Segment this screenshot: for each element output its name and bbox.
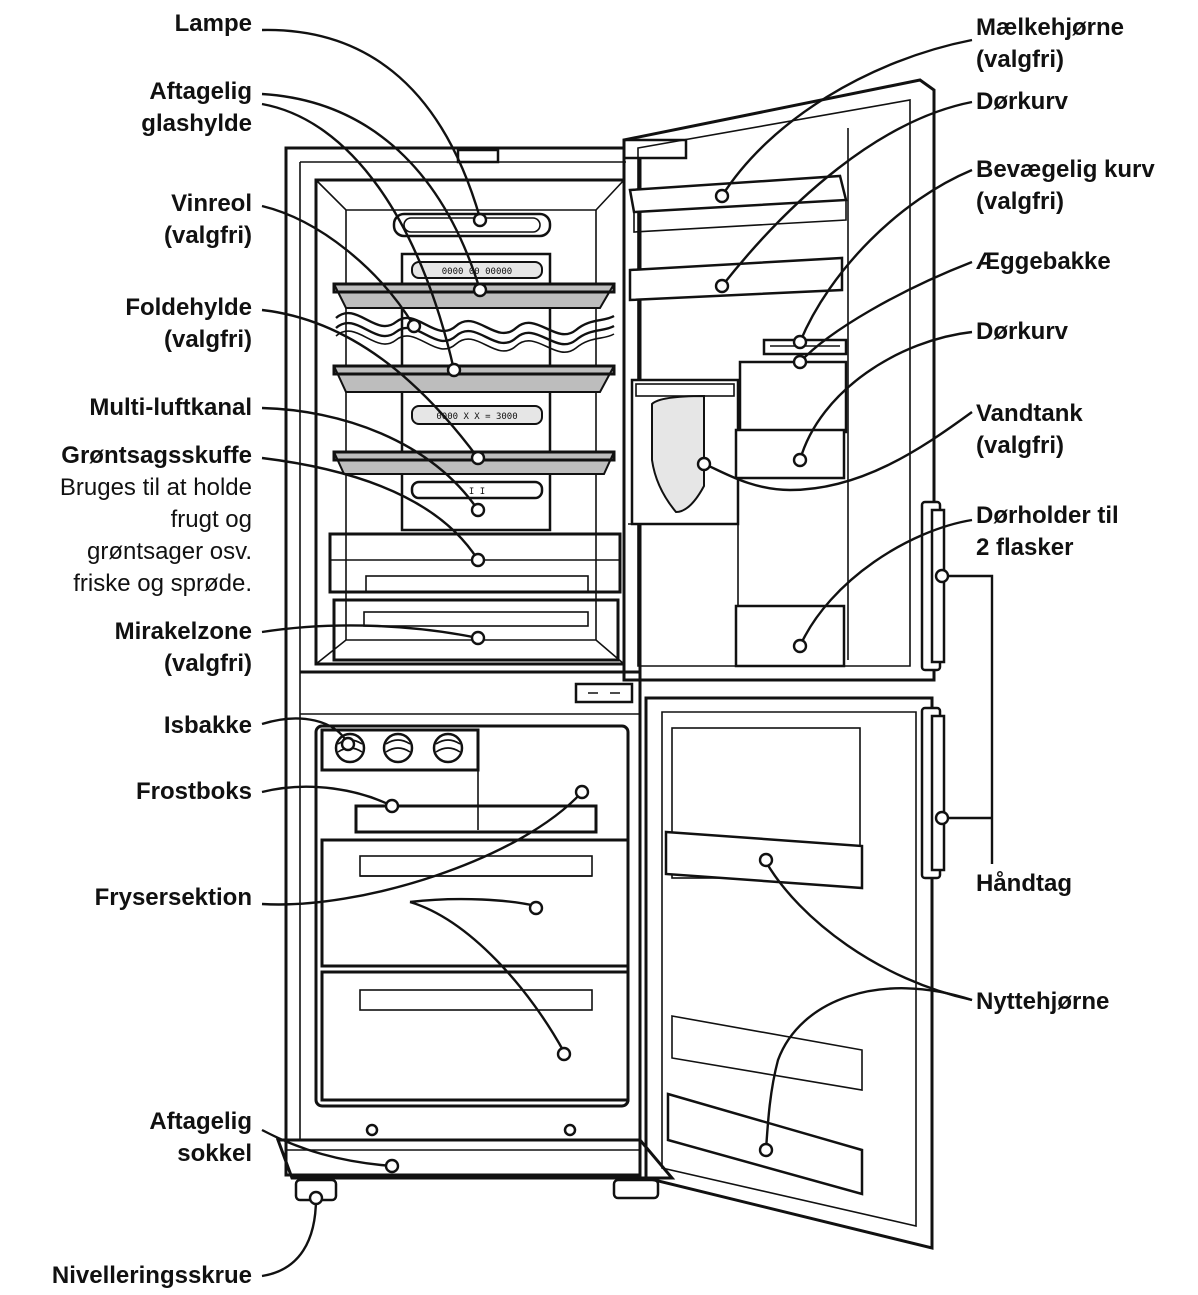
freezer-compartment (314, 724, 630, 1108)
dot-haandtag-1 (934, 568, 950, 584)
label-isbakke: Isbakke (163, 712, 252, 739)
dot-luftkanal (470, 502, 486, 518)
label-sokkel: Aftagelig sokkel (149, 1108, 252, 1167)
duct-panel-upper-text: 0000 00 00000 (442, 267, 512, 277)
dot-maelk (714, 188, 730, 204)
wine-rack (335, 311, 615, 353)
dot-isbakke (340, 736, 356, 752)
dot-dorkurv-2 (792, 452, 808, 468)
dot-groentsag (470, 552, 486, 568)
dot-haandtag-2 (934, 810, 950, 826)
label-fryser: Frysersektion (94, 884, 252, 911)
plinth (275, 1123, 676, 1202)
miracle-zone (332, 598, 620, 662)
glass-shelf-middle (332, 364, 616, 393)
dot-lampe (472, 212, 488, 228)
lamp-housing (392, 212, 552, 238)
label-luftkanal: Multi-luftkanal (89, 394, 252, 421)
label-nytte: Nyttehjørne (976, 988, 1110, 1015)
label-dorholder: Dørholder til 2 flasker (976, 502, 1119, 561)
dot-vinreol (406, 318, 422, 334)
cabinet-body (284, 138, 688, 1177)
fridge-door (622, 78, 946, 682)
callout-dots (308, 188, 950, 1206)
label-lampe: Lampe (174, 10, 252, 37)
dot-foldehylde (470, 450, 486, 466)
dot-vandtank (696, 456, 712, 472)
label-haandtag: Håndtag (976, 870, 1072, 897)
dot-glashylde-2 (446, 362, 462, 378)
dot-bevaegelig (792, 334, 808, 350)
dot-glashylde-1 (472, 282, 488, 298)
dot-aeg (792, 354, 808, 370)
leader-lines (261, 28, 994, 1278)
freezer-door (644, 696, 946, 1250)
dot-nytte-1 (758, 852, 774, 868)
label-dorkurv-2: Dørkurv (976, 318, 1069, 345)
dot-fryser-3 (556, 1046, 572, 1062)
glass-shelf-top (332, 282, 616, 309)
dot-dorholder (792, 638, 808, 654)
duct-panel-middle-text: 0000 X X = 3000 (436, 412, 517, 422)
dot-mirakel (470, 630, 486, 646)
dot-nytte-2 (758, 1142, 774, 1158)
label-vinreol: Vinreol (valgfri) (163, 190, 252, 249)
label-skrue: Nivelleringsskrue (51, 1262, 252, 1289)
dot-sokkel (384, 1158, 400, 1174)
label-glashylde: Aftagelig glashylde (141, 78, 252, 137)
label-frostboks: Frostboks (135, 778, 252, 805)
dot-dorkurv-1 (714, 278, 730, 294)
dot-frostboks (384, 798, 400, 814)
duct-panel-lower-text: I I (469, 487, 485, 497)
dot-skrue (308, 1190, 324, 1206)
label-bevaegelig: Bevægelig kurv (valgfri) (976, 156, 1155, 215)
label-maelk: Mælkehjørne (valgfri) (976, 14, 1125, 73)
label-aeg: Æggebakke (976, 248, 1111, 275)
label-groentsag: Grøntsagsskuffe Bruges til at holde frug… (59, 442, 252, 597)
dot-fryser-1 (574, 784, 590, 800)
label-vandtank: Vandtank (valgfri) (976, 400, 1083, 459)
compartment-divider (300, 670, 640, 715)
label-dorkurv-1: Dørkurv (976, 88, 1069, 115)
dot-fryser-2 (528, 900, 544, 916)
label-foldehylde: Foldehylde (valgfri) (125, 294, 252, 353)
label-mirakel: Mirakelzone (valgfri) (114, 618, 252, 677)
